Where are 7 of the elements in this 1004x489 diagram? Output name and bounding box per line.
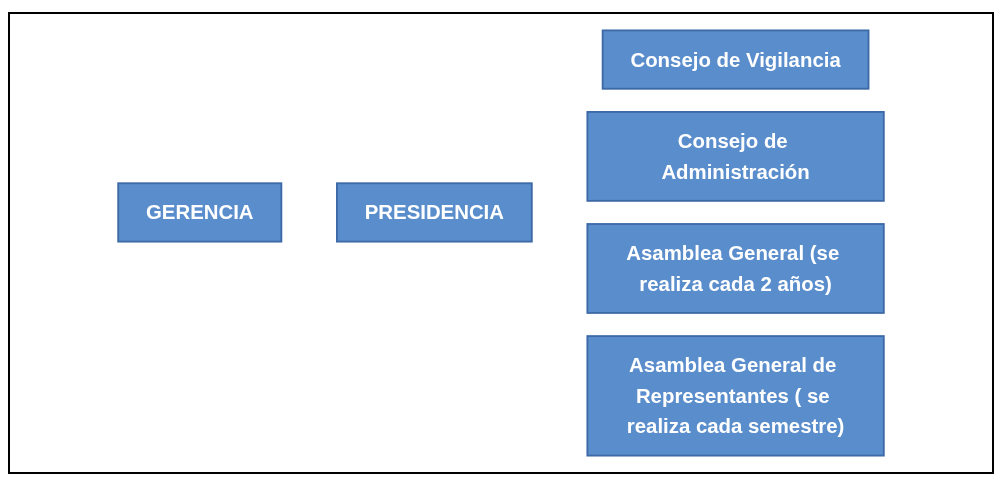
node-box <box>586 335 885 457</box>
node-box <box>586 111 885 202</box>
node-box <box>601 29 870 90</box>
node-box <box>117 182 283 243</box>
diagram-frame: GERENCIA PRESIDENCIA Consejo de Vigilancia Consejo de Administración Asamblea General (se realiza cada 2 años) Asamblea General de Representantes ( se realiza cada semestre) <box>8 12 994 474</box>
node-box <box>336 182 533 243</box>
node-box <box>586 223 885 314</box>
